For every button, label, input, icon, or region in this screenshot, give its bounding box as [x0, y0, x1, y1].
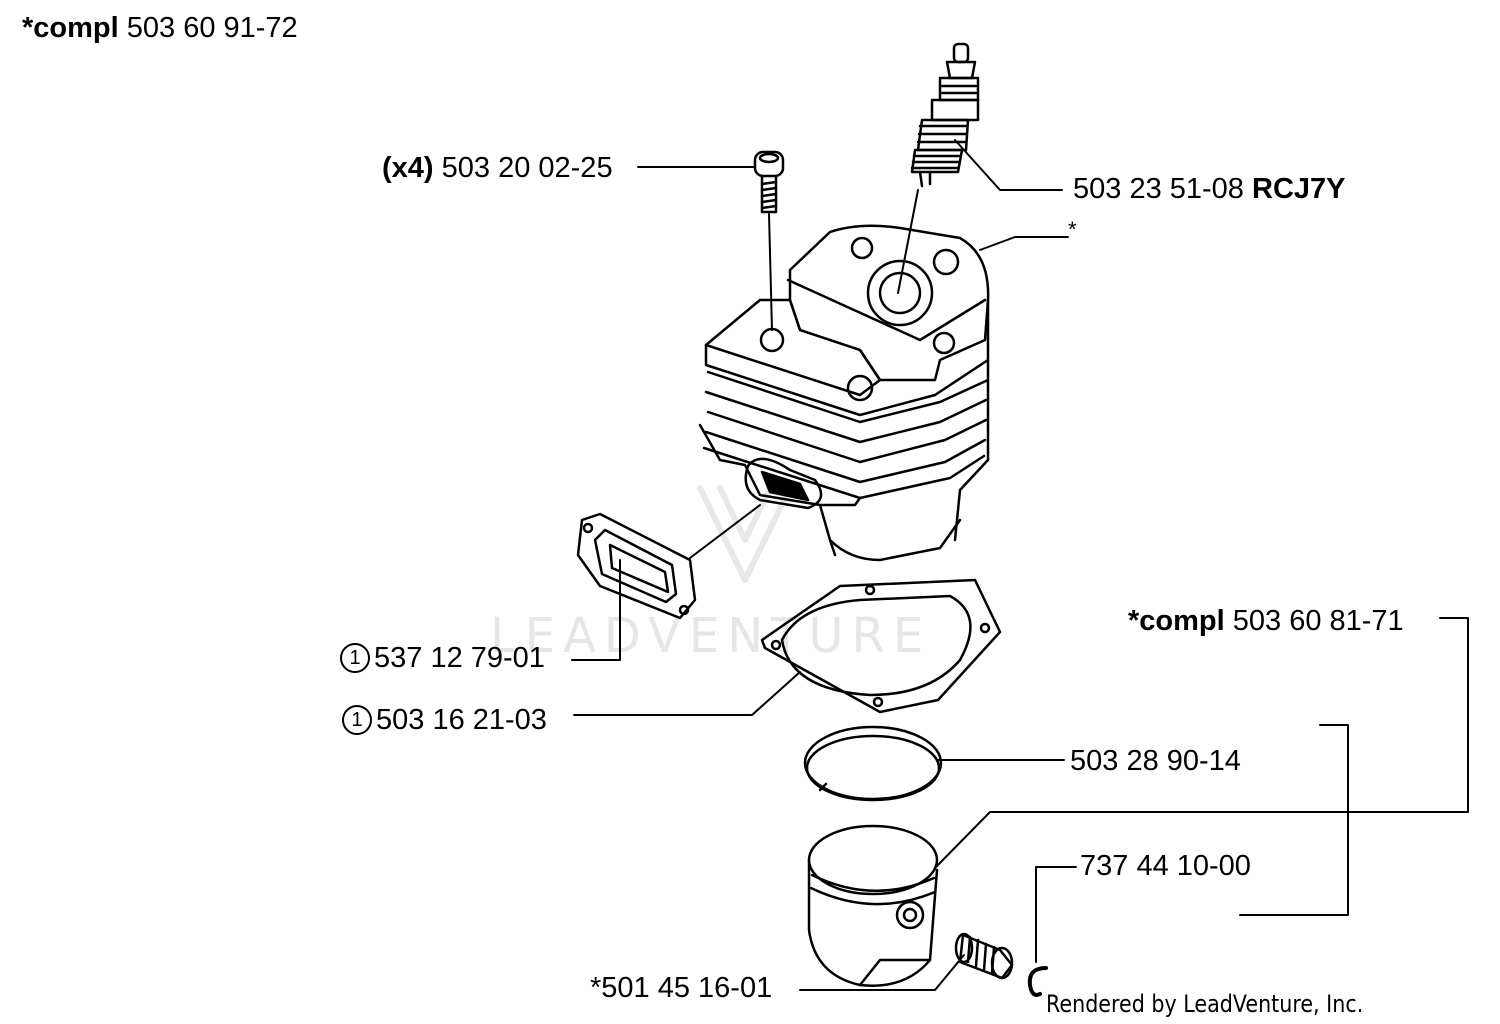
leader-cylinder-gasket	[573, 671, 801, 716]
leader-needle-bearing	[1035, 866, 1077, 963]
callout-piston-assembly[interactable]: *compl 503 60 81-71	[1128, 605, 1404, 637]
leader-cylinder	[979, 236, 1069, 251]
leader-piston-assembly-right	[934, 617, 1469, 869]
leader-spark-plug-axis	[897, 189, 919, 294]
callout-screw[interactable]: (x4) 503 20 02-25	[382, 152, 613, 184]
leader-lines	[571, 139, 1469, 991]
screw-quantity: (x4)	[382, 152, 434, 184]
muffler-gasket-part-number: 537 12 79-01	[374, 642, 545, 674]
leader-piston-assembly-inner	[1239, 724, 1349, 916]
callout-needle-bearing[interactable]: 737 44 10-00	[1080, 850, 1251, 882]
spark-plug-code: RCJ7Y	[1252, 173, 1346, 205]
needle-bearing-part-number: 737 44 10-00	[1080, 850, 1251, 882]
piston-ring-part-number: 503 28 90-14	[1070, 745, 1241, 777]
watermark-text: LEADVENTURE	[490, 608, 932, 664]
leader-watermark-axis	[689, 504, 761, 559]
callout-piston-ring[interactable]: 503 28 90-14	[1070, 745, 1241, 777]
leader-muffler-gasket	[571, 559, 621, 661]
piston-assembly-prefix: *compl	[1128, 605, 1225, 637]
kit-circle-icon: 1	[342, 705, 372, 735]
leader-piston-pin	[799, 954, 965, 991]
piston-pin-part-number: *501 45 16-01	[590, 972, 773, 1004]
title-part-number: 503 60 91-72	[126, 12, 298, 44]
spark-plug-part-number: 503 23 51-08	[1073, 173, 1244, 205]
leader-screw-axis	[768, 213, 773, 331]
piston-assembly-part-number: 503 60 81-71	[1232, 605, 1404, 637]
title-prefix: *compl	[22, 12, 119, 44]
kit-circle-icon: 1	[340, 643, 370, 673]
cylinder-gasket-drawing	[760, 578, 1002, 714]
screw-part-number: 503 20 02-25	[441, 152, 613, 184]
screw-drawing	[753, 150, 785, 214]
render-credit: Rendered by LeadVenture, Inc.	[1046, 990, 1364, 1018]
callout-piston-pin[interactable]: *501 45 16-01	[590, 972, 772, 1004]
circlip-drawing	[1027, 966, 1048, 997]
callout-spark-plug[interactable]: 503 23 51-08 RCJ7Y	[1073, 173, 1346, 205]
leader-spark-plug	[954, 139, 1063, 191]
cylinder-drawing	[698, 224, 990, 562]
callout-cylinder-mark[interactable]: *	[1068, 217, 1077, 242]
assembly-title: *compl 503 60 91-72	[22, 12, 298, 44]
spark-plug-drawing	[910, 42, 980, 188]
piston-drawing	[807, 824, 939, 987]
piston-ring-drawing	[803, 725, 943, 802]
watermark-logo	[697, 485, 793, 583]
needle-bearing-drawing	[954, 932, 1014, 980]
cylinder-gasket-part-number: 503 16 21-03	[376, 704, 547, 736]
muffler-gasket-drawing	[576, 512, 697, 620]
